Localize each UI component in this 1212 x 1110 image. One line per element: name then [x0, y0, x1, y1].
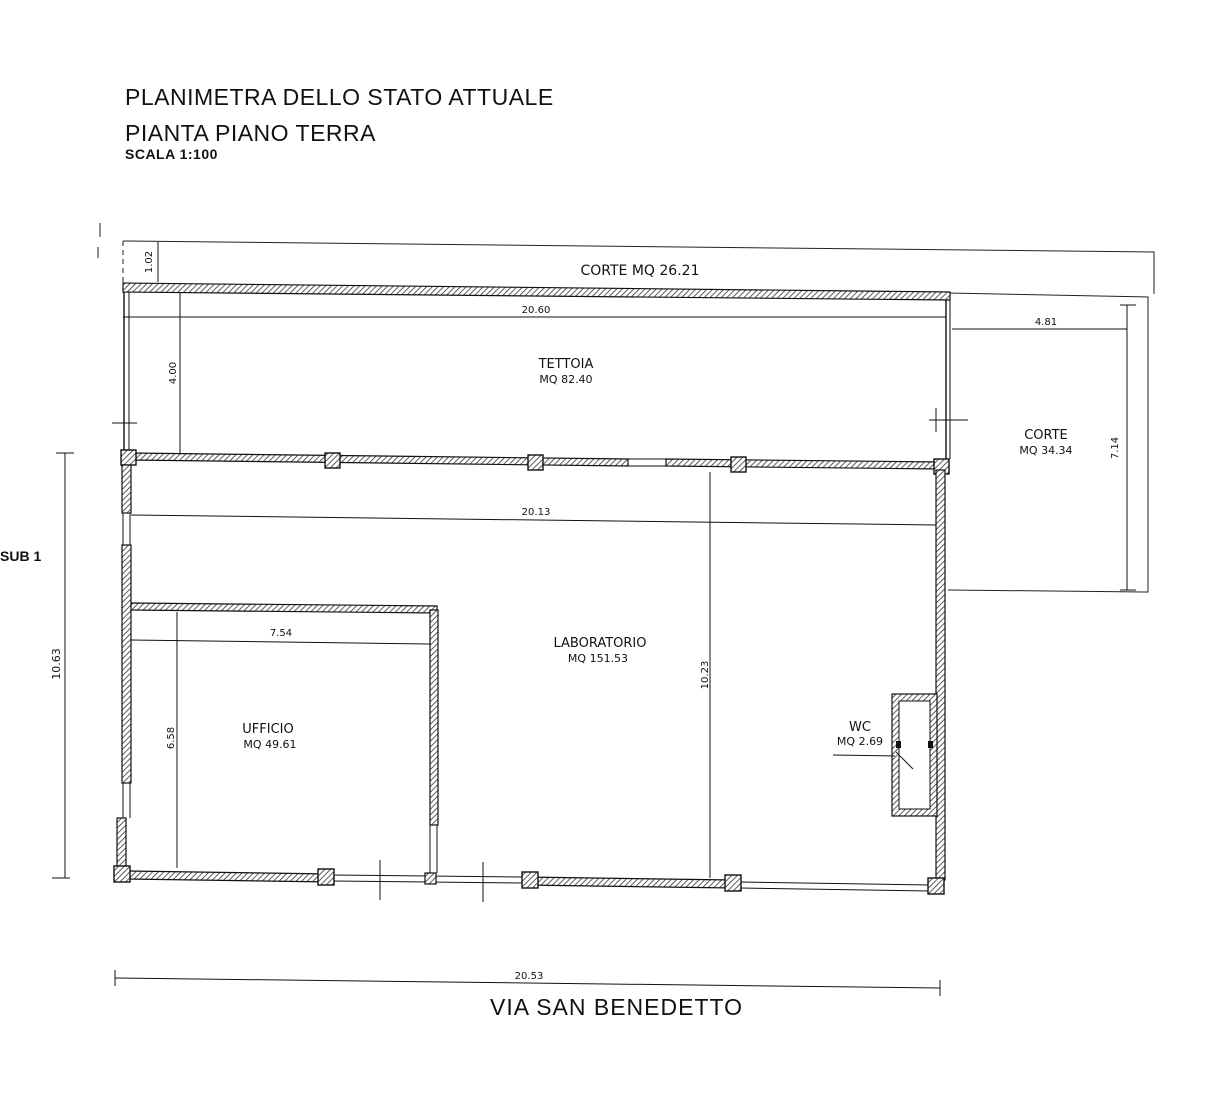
dim-4-81: 4.81 — [1035, 317, 1057, 328]
dim-20-60: 20.60 — [522, 305, 551, 316]
dim-7-14: 7.14 — [1110, 437, 1121, 459]
middle-wall — [120, 449, 950, 475]
dim-10-23: 10.23 — [700, 661, 711, 690]
dim-1-02: 1.02 — [144, 251, 155, 273]
dim-6-58: 6.58 — [166, 727, 177, 749]
corte-top-label: CORTE MQ 26.21 — [581, 263, 700, 279]
wc-name: WC — [849, 720, 871, 735]
tettoia-name: TETTOIA — [538, 357, 594, 372]
plan-scale: SCALA 1:100 — [125, 146, 218, 162]
plan-title: PLANIMETRA DELLO STATO ATTUALE — [125, 84, 554, 110]
ufficio-name: UFFICIO — [242, 722, 293, 737]
corte-top-outline — [97, 223, 1155, 294]
corte-right-outline — [947, 292, 1149, 593]
dim-20-13: 20.13 — [522, 507, 551, 518]
plan-subtitle: PIANTA PIANO TERRA — [125, 120, 376, 146]
dim-4-00: 4.00 — [168, 362, 179, 384]
corte-right-name: CORTE — [1024, 428, 1068, 443]
wc-room — [832, 693, 938, 817]
dim-10-63: 10.63 — [50, 648, 63, 680]
tettoia-area: MQ 82.40 — [539, 373, 592, 386]
laboratorio-name: LABORATORIO — [553, 636, 646, 651]
laboratorio-walls — [113, 464, 946, 902]
dim-20-53: 20.53 — [515, 971, 544, 982]
corte-right-area: MQ 34.34 — [1019, 444, 1072, 457]
ufficio-area: MQ 49.61 — [243, 738, 296, 751]
sub-label: SUB 1 — [0, 548, 42, 564]
laboratorio-area: MQ 151.53 — [568, 652, 628, 665]
tettoia-walls — [112, 282, 968, 459]
dimension-lines — [52, 242, 1136, 996]
dim-7-54: 7.54 — [270, 628, 292, 639]
ufficio-walls — [130, 602, 439, 885]
street-name: VIA SAN BENEDETTO — [490, 994, 744, 1020]
wc-area: MQ 2.69 — [837, 735, 883, 748]
